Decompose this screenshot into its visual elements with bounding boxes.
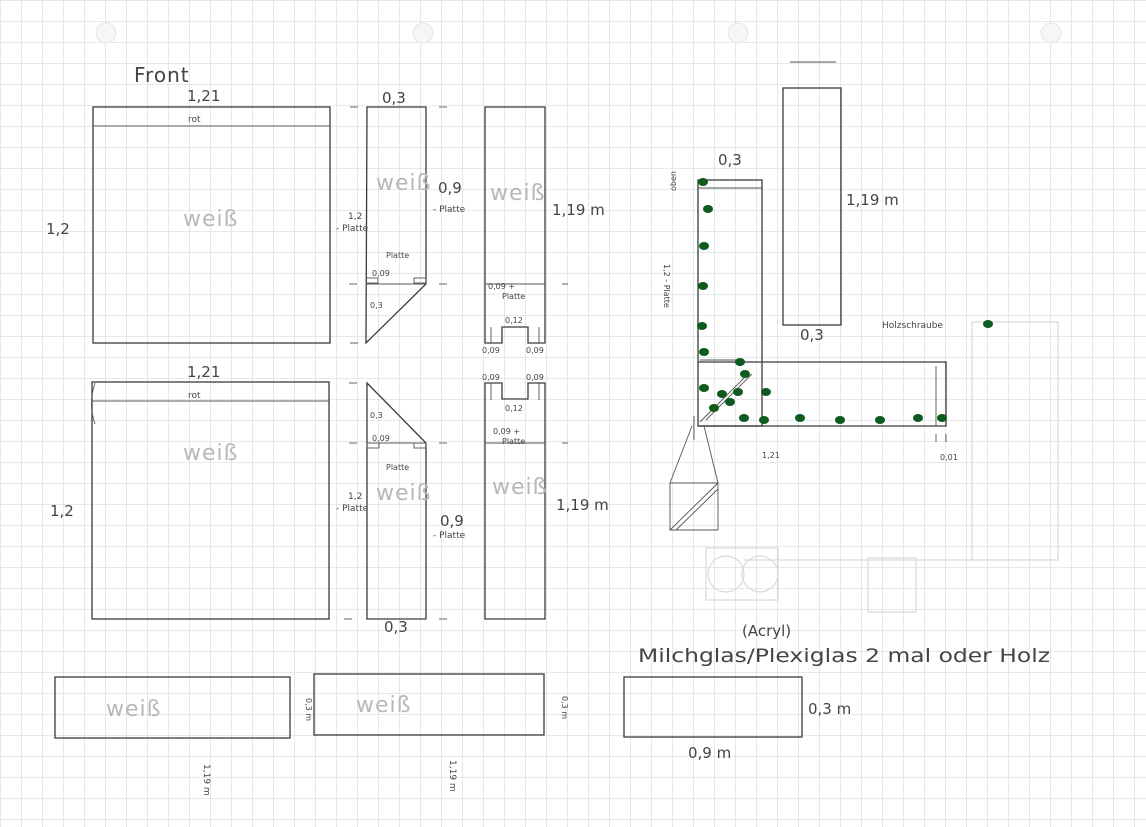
label-milchglas: Milchglas/Plexiglas 2 mal oder Holz <box>638 645 1050 667</box>
screw-marker <box>761 388 771 396</box>
screw-marker <box>795 414 805 422</box>
screw-marker <box>739 414 749 422</box>
back-panel-bottom <box>484 382 568 620</box>
label-strip1-h: 0,3 m <box>304 698 313 721</box>
label-top-width-a: 1,21 <box>187 87 220 105</box>
screw-markers <box>697 178 993 424</box>
label-side-b-platte2: - Platte <box>336 504 369 514</box>
label-side-b-platte: Platte <box>386 463 409 472</box>
label-plan-12: 1,2 - Platte <box>662 264 671 308</box>
label-height-b: 1,2 <box>50 502 74 520</box>
screw-marker <box>698 178 708 186</box>
side-panel-top <box>349 106 447 345</box>
label-side-b-009: 0,09 <box>372 434 390 443</box>
label-back-b-platte: Platte <box>502 437 525 446</box>
label-plan-03: 0,3 <box>718 151 742 169</box>
label-side-b-diag: 0,3 <box>370 411 383 420</box>
label-side-a-platte2: - Platte <box>433 205 466 215</box>
label-side-a-platte: - Platte <box>336 224 369 234</box>
front-panel-top <box>92 106 331 344</box>
label-weiss-b: weiß <box>183 441 239 466</box>
label-strip1-len: 1,19 m <box>201 764 211 796</box>
side-panel-bottom <box>344 381 447 620</box>
label-back-a-009l: 0,09 <box>482 346 500 355</box>
label-back-b-012: 0,12 <box>505 404 523 413</box>
back-panel-top <box>484 106 568 344</box>
screw-marker <box>703 205 713 213</box>
plan-view-corner <box>697 179 947 442</box>
screw-marker <box>699 384 709 392</box>
label-back-b-weiss: weiß <box>492 475 548 500</box>
label-back-a-weiss: weiß <box>490 181 546 206</box>
label-side-a-diag: 0,3 <box>370 301 383 310</box>
screw-marker <box>697 322 707 330</box>
screw-marker <box>733 388 743 396</box>
front-panel-bottom <box>91 381 330 620</box>
label-back-a-009: 0,09 + <box>488 282 515 291</box>
label-tall-h: 1,19 m <box>846 191 899 209</box>
label-side-b-h09: 0,9 <box>440 512 464 530</box>
label-plan-oben: oben <box>669 171 678 191</box>
tall-panel <box>782 61 842 326</box>
label-strip2-weiss: weiß <box>356 693 412 718</box>
label-side-b-h12: 1,2 <box>348 492 362 502</box>
binder-holes <box>95 22 1062 44</box>
label-side-a-platte-top: Platte <box>386 251 409 260</box>
label-front: Front <box>134 63 190 87</box>
label-rot-a: rot <box>188 115 201 125</box>
label-rot-b: rot <box>188 391 201 401</box>
label-acryl: (Acryl) <box>742 622 791 640</box>
screw-marker <box>875 416 885 424</box>
screw-marker <box>699 348 709 356</box>
label-back-b-h: 1,19 m <box>556 496 609 514</box>
screw-marker <box>698 282 708 290</box>
label-holz-schraube: Holzschraube <box>882 321 943 331</box>
screw-marker <box>740 370 750 378</box>
screw-marker <box>835 416 845 424</box>
label-side-b-weiss: weiß <box>376 481 432 506</box>
screw-marker <box>699 242 709 250</box>
label-back-b-009: 0,09 + <box>493 427 520 436</box>
screw-marker <box>735 358 745 366</box>
label-height-a: 1,2 <box>46 220 70 238</box>
label-side-a-h12: 1,2 <box>348 212 362 222</box>
label-back-a-012: 0,12 <box>505 316 523 325</box>
label-strip3-len: 0,9 m <box>688 744 731 762</box>
label-side-a-h09: 0,9 <box>438 179 462 197</box>
label-back-a-h: 1,19 m <box>552 201 605 219</box>
show-through-lines <box>705 321 1059 613</box>
label-strip3-h: 0,3 m <box>808 700 851 718</box>
label-weiss-a: weiß <box>183 207 239 232</box>
label-top-width-b: 1,21 <box>187 363 220 381</box>
label-strip1-weiss: weiß <box>106 697 162 722</box>
label-side-b-width: 0,3 <box>384 618 408 636</box>
label-back-b-009l: 0,09 <box>482 373 500 382</box>
label-plan-121: 1,21 <box>762 451 780 460</box>
label-side-a-weiss: weiß <box>376 171 432 196</box>
projection-sketch <box>669 416 719 531</box>
screw-marker <box>717 390 727 398</box>
screw-marker <box>913 414 923 422</box>
label-side-a-009: 0,09 <box>372 269 390 278</box>
label-back-a-platte: Platte <box>502 292 525 301</box>
screw-marker <box>937 414 947 422</box>
label-back-a-009r: 0,09 <box>526 346 544 355</box>
label-strip2-len: 1,19 m <box>447 760 457 792</box>
screw-marker <box>759 416 769 424</box>
label-strip2-h: 0,3 m <box>560 696 569 719</box>
label-back-b-009r: 0,09 <box>526 373 544 382</box>
label-side-a-width: 0,3 <box>382 89 406 107</box>
screw-marker <box>983 320 993 328</box>
label-side-b-platte3: - Platte <box>433 531 466 541</box>
label-tall-w: 0,3 <box>800 326 824 344</box>
label-plan-001: 0,01 <box>940 453 958 462</box>
screw-marker <box>709 404 719 412</box>
bottom-strips <box>54 673 803 739</box>
screw-marker <box>725 398 735 406</box>
